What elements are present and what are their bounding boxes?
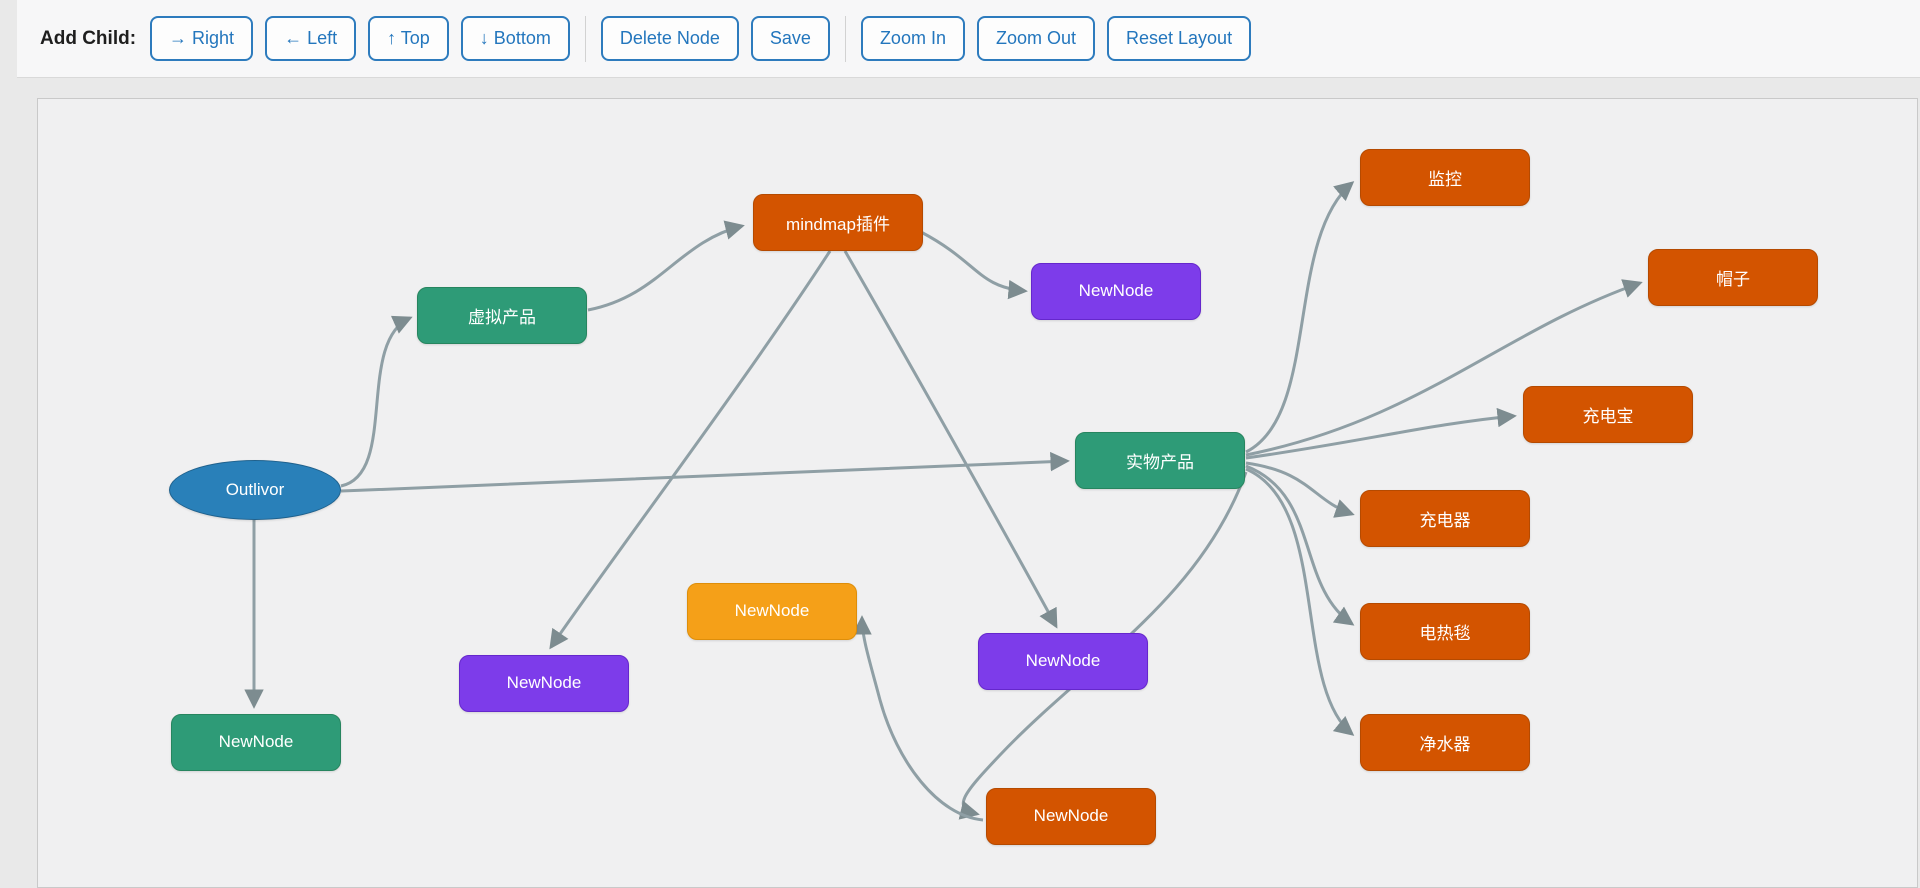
node-xuni-chanpin[interactable]: 虚拟产品 — [417, 286, 587, 344]
delete-node-button[interactable]: Delete Node — [600, 16, 739, 61]
node-maozi[interactable]: 帽子 — [1648, 248, 1818, 306]
node-jingshuiqi[interactable]: 净水器 — [1360, 713, 1530, 771]
node-outlivor[interactable]: Outlivor — [169, 460, 341, 520]
add-child-label: Add Child: — [40, 27, 137, 49]
node-shiwu-chanpin[interactable]: 实物产品 — [1075, 431, 1245, 489]
toolbar: Add Child: → Right← Left↑ Top↓ Bottom De… — [17, 0, 1920, 78]
node-newnode-mid[interactable]: NewNode — [978, 632, 1148, 690]
toolbar-separator — [844, 15, 846, 62]
reset-layout-button[interactable]: Reset Layout — [1107, 16, 1252, 61]
add-child-right-button[interactable]: → Right — [150, 16, 254, 61]
node-chongdianqi[interactable]: 充电器 — [1360, 489, 1530, 547]
node-newnode-yellow[interactable]: NewNode — [687, 582, 857, 640]
node-jiankong[interactable]: 监控 — [1360, 148, 1530, 206]
node-newnode-top[interactable]: NewNode — [1031, 262, 1201, 320]
node-dianretan[interactable]: 电热毯 — [1360, 602, 1530, 660]
node-chongdianbao[interactable]: 充电宝 — [1523, 385, 1693, 443]
add-child-left-button[interactable]: ← Left — [265, 16, 357, 61]
add-child-bottom-button[interactable]: ↓ Bottom — [460, 16, 570, 61]
save-button[interactable]: Save — [750, 16, 830, 61]
toolbar-separator — [584, 15, 586, 62]
node-mindmap-chajian[interactable]: mindmap插件 — [753, 193, 923, 251]
node-newnode-bottom[interactable]: NewNode — [986, 787, 1156, 845]
zoom-in-button[interactable]: Zoom In — [860, 16, 965, 61]
node-newnode-green[interactable]: NewNode — [171, 713, 341, 771]
add-child-group: → Right← Left↑ Top↓ Bottom — [150, 16, 570, 61]
add-child-top-button[interactable]: ↑ Top — [368, 16, 449, 61]
node-newnode-left[interactable]: NewNode — [459, 654, 629, 712]
zoom-out-button[interactable]: Zoom Out — [976, 16, 1095, 61]
